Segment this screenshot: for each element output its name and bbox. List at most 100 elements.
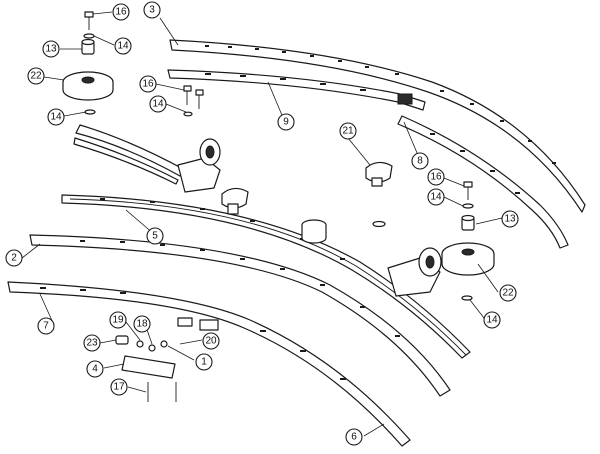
callout-16-mid: 16	[139, 75, 157, 93]
callout-circle	[27, 67, 45, 85]
callout-13-top: 13	[42, 40, 60, 58]
callout-number: 20	[205, 336, 217, 347]
callout-14-right: 14	[427, 188, 445, 206]
callout-3: 3	[143, 1, 161, 19]
part-22-roller-top	[62, 71, 114, 101]
callout-circle	[139, 75, 157, 93]
bottom-left-assembly	[115, 317, 219, 402]
callout-circle	[112, 3, 130, 21]
part-14-washer-right-lower	[461, 295, 473, 301]
callout-18: 18	[133, 315, 151, 333]
callout-16-right: 16	[427, 168, 445, 186]
part-14-washer-top	[83, 33, 95, 39]
callout-number: 14	[152, 99, 164, 110]
part-5-bar	[61, 194, 471, 359]
callout-circle	[146, 227, 164, 245]
part-2-strap	[29, 234, 451, 397]
callout-circle	[345, 428, 363, 446]
callout-circle	[143, 1, 161, 19]
callout-number: 14	[50, 112, 62, 123]
part-13-spacer-right	[461, 214, 475, 231]
callout-6: 6	[345, 428, 363, 446]
callout-circle	[277, 113, 295, 131]
callout-14-right-lower: 14	[483, 311, 501, 329]
callout-circle	[483, 311, 501, 329]
callout-number: 22	[502, 288, 514, 299]
callout-16-top: 16	[112, 3, 130, 21]
callout-circle	[37, 317, 55, 335]
part-14-washer-top-lower	[84, 109, 96, 115]
callout-22-right: 22	[499, 284, 517, 302]
callout-circle	[149, 95, 167, 113]
callout-number: 1	[201, 357, 207, 368]
center-cylinder	[301, 219, 327, 244]
callout-circle	[83, 334, 101, 352]
callout-circle	[202, 332, 220, 350]
callout-20: 20	[202, 332, 220, 350]
center-knob	[221, 187, 249, 215]
callout-circle	[501, 210, 519, 228]
callout-14-mid: 14	[149, 95, 167, 113]
callout-number: 16	[142, 79, 154, 90]
callout-7: 7	[37, 317, 55, 335]
callout-21: 21	[339, 122, 357, 140]
callout-circle	[133, 315, 151, 333]
callout-number: 2	[11, 253, 17, 264]
callout-14-top: 14	[114, 37, 132, 55]
part-6-7-strap	[7, 281, 411, 447]
washer-center	[372, 220, 386, 228]
callout-17: 17	[110, 378, 128, 396]
callout-2: 2	[5, 249, 23, 267]
callout-22-top: 22	[27, 67, 45, 85]
mount-left	[177, 138, 221, 193]
callout-14-top-left: 14	[47, 108, 65, 126]
callout-number: 18	[136, 319, 148, 330]
callout-circle	[499, 284, 517, 302]
callout-number: 9	[283, 117, 289, 128]
part-14-washer-right	[462, 203, 474, 209]
callout-number: 4	[92, 364, 98, 375]
callout-number: 8	[417, 156, 423, 167]
callout-circle	[42, 40, 60, 58]
callout-number: 16	[115, 7, 127, 18]
part-13-spacer-top	[81, 38, 95, 55]
callout-number: 14	[486, 315, 498, 326]
leader-lines	[21, 11, 503, 437]
callout-9: 9	[277, 113, 295, 131]
callout-number: 5	[152, 231, 158, 242]
callout-number: 14	[117, 41, 129, 52]
callout-8: 8	[411, 152, 429, 170]
callout-circle	[5, 249, 23, 267]
callout-5: 5	[146, 227, 164, 245]
callout-number: 17	[113, 382, 125, 393]
part-14-washer-mid	[183, 111, 193, 117]
callout-number: 19	[112, 315, 124, 326]
callout-number: 14	[430, 192, 442, 203]
callout-13-right: 13	[501, 210, 519, 228]
part-8-strap	[397, 115, 569, 249]
callout-circle	[339, 122, 357, 140]
callout-19: 19	[109, 311, 127, 329]
callout-circle	[427, 188, 445, 206]
callout-number: 16	[430, 172, 442, 183]
callout-number: 6	[351, 432, 357, 443]
arc-bracket	[73, 124, 186, 185]
part-21-knob	[365, 161, 393, 187]
callout-number: 3	[149, 5, 155, 16]
part-22-roller-right	[441, 242, 495, 276]
callout-circle	[109, 311, 127, 329]
callout-circle	[114, 37, 132, 55]
callout-number: 13	[45, 44, 57, 55]
callout-23: 23	[83, 334, 101, 352]
callout-circle	[86, 360, 104, 378]
callout-circle	[110, 378, 128, 396]
callout-circle	[195, 353, 213, 371]
callout-circle	[411, 152, 429, 170]
callout-number: 21	[342, 126, 354, 137]
callout-number: 13	[504, 214, 516, 225]
callout-1: 1	[195, 353, 213, 371]
callout-number: 22	[30, 71, 42, 82]
mount-right	[387, 247, 442, 297]
